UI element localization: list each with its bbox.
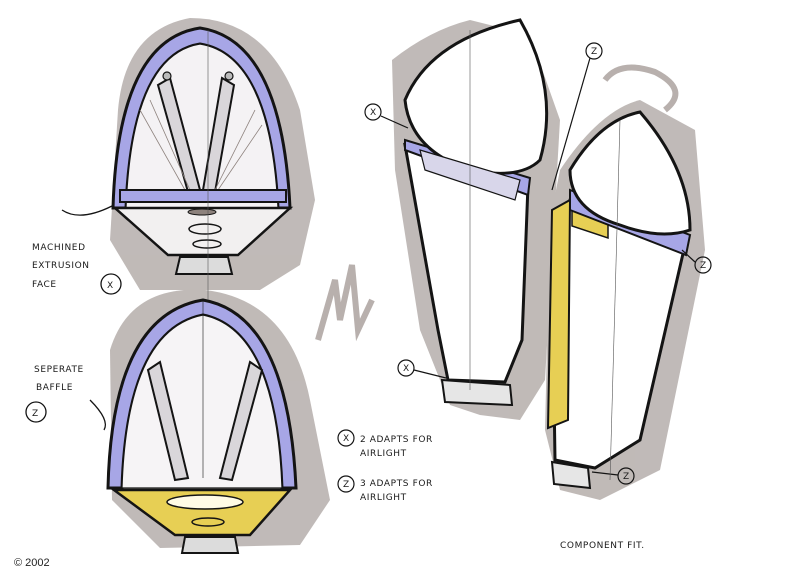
callout-x-top-circle: [364, 103, 382, 121]
machined-extrusion-annotation: MACHINED EXTRUSION FACE X: [32, 205, 122, 295]
fin-rays: [139, 99, 263, 191]
assembly-notes: X 2 ADAPTS FOR AIRLIGHT Z 3 ADAPTS FOR A…: [337, 429, 433, 503]
marker-z-letter: Z: [32, 409, 39, 419]
callout-x-bottom-circle: [397, 359, 415, 377]
label-extrusion: EXTRUSION: [32, 261, 90, 271]
housing-z-sketch: Z Z Z: [546, 42, 712, 490]
label-face: FACE: [32, 280, 57, 290]
housing-z-cap: [568, 110, 692, 236]
callout-z-mid-circle: [694, 256, 712, 274]
housing-z-yellow-strip: [546, 198, 572, 430]
label-machined: MACHINED: [32, 243, 86, 253]
housing-x-foot: [440, 378, 514, 407]
baffle-fin-left: [146, 360, 190, 482]
bolt-left: [162, 71, 172, 81]
foot: [174, 256, 234, 275]
note-z-line1: 3 ADAPTS FOR: [360, 479, 433, 489]
note-x-symbol: X: [343, 434, 350, 444]
callout-z-bottom-circle: [617, 467, 635, 485]
component-fit-title: COMPONENT FIT.: [560, 541, 645, 551]
yellow-base-plate: [110, 488, 293, 537]
callout-z-top-letter: Z: [591, 47, 598, 57]
bolt-right: [224, 71, 234, 81]
note-z-line2: AIRLIGHT: [360, 493, 407, 503]
shadow-scribble: [315, 64, 679, 342]
port-3: [192, 239, 222, 249]
marker-x-circle: [100, 273, 122, 295]
separate-baffle-annotation: SEPERATE BAFFLE Z: [25, 365, 107, 431]
label-separate: SEPERATE: [34, 365, 84, 375]
callout-x-top-letter: X: [370, 108, 377, 118]
callout-z-top-circle: [585, 42, 603, 60]
port-2: [188, 223, 222, 235]
housing-z-foot: [550, 460, 592, 490]
baffle-fin-right: [218, 360, 264, 482]
housing-x-sketch: X X: [364, 18, 549, 407]
marker-x-letter: X: [107, 281, 114, 291]
copyright-notice: © 2002: [14, 557, 50, 569]
construction-lines: [207, 30, 621, 481]
foot: [180, 536, 240, 554]
callout-z-mid-letter: Z: [700, 261, 707, 271]
note-x-line2: AIRLIGHT: [360, 449, 407, 459]
crossbar: [119, 189, 287, 203]
port-1: [187, 208, 217, 216]
separate-baffle-z-sketch: [106, 298, 298, 554]
slot-1: [166, 494, 244, 510]
leader-line: [61, 205, 113, 216]
note-z-symbol: Z: [343, 480, 350, 490]
callout-z-bottom-letter: Z: [623, 472, 630, 482]
marker-z-circle: [25, 401, 47, 423]
note-x-line1: 2 ADAPTS FOR: [360, 435, 433, 445]
leader-line: [89, 399, 107, 431]
callout-x-bottom-letter: X: [403, 364, 410, 374]
base-plate: [111, 206, 294, 257]
extrusion-face-x-sketch: [111, 26, 294, 275]
slot-2: [191, 517, 225, 527]
label-baffle: BAFFLE: [36, 383, 73, 393]
